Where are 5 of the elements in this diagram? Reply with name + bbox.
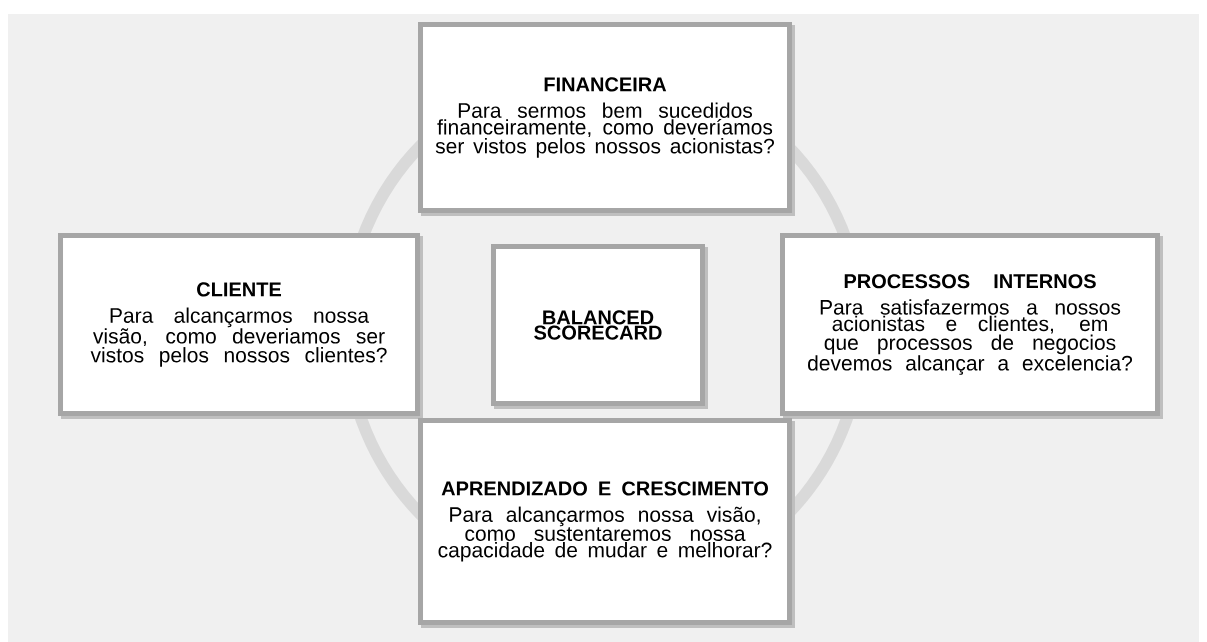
perspective-box: CLIENTE Para alcançarmos nossa visão, como deveriamos ser vistos pelos nossos clientes? [58, 233, 420, 416]
perspective-box: PROCESSOS INTERNOS Para satisfazermos a nossos acionistas e clientes, em que processos de negocios devemos alcançar a excelencia? [780, 233, 1160, 416]
perspective-box: FINANCEIRA Para sermos bem sucedidos financeiramente, como deveríamos ser vistos pelos nossos acionistas? [418, 22, 792, 213]
perspective-box: APRENDIZADO E CRESCIMENTO Para alcançarmos nossa visão, como sustentaremos nossa capacidade de mudar e melhorar? [418, 418, 792, 625]
perspective-box: BALANCED SCORECARD [491, 244, 705, 406]
